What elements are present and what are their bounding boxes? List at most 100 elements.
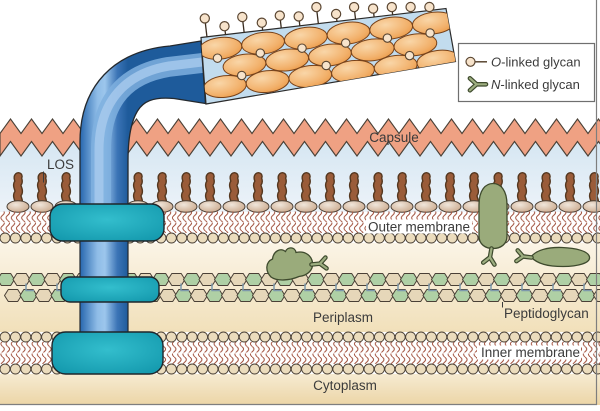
secretin-complex: [49, 203, 165, 242]
lipid-head: [425, 232, 437, 244]
lipid-head: [9, 363, 21, 375]
los-molecule: [254, 173, 262, 207]
pilus-rod-segment: [79, 297, 129, 338]
lipid-head: [488, 331, 500, 343]
lipid-head: [207, 232, 219, 244]
lipid-head: [509, 363, 521, 375]
n-linked-glycan: [482, 247, 496, 266]
lipid-head: [519, 331, 531, 343]
peptidoglycan-bead: [570, 273, 589, 286]
los-molecule: [230, 173, 238, 207]
los-molecule: [398, 173, 406, 207]
peptidoglycan-bead: [539, 273, 558, 286]
lipid-head: [373, 331, 385, 343]
peptidoglycan-bead: [214, 273, 232, 286]
lipid-head: [394, 232, 406, 244]
lipid-head: [384, 363, 396, 375]
lipid-head: [269, 363, 281, 375]
o-linked-glycan: [255, 48, 266, 58]
pilus-fiber-base: [80, 41, 206, 205]
los-molecule: [422, 173, 430, 207]
lipid-head: [509, 232, 521, 244]
lipid-head: [269, 232, 281, 244]
lipid-head: [332, 232, 344, 244]
lipid-head: [197, 331, 209, 343]
los-molecule: [542, 173, 550, 207]
bottom-margin: [0, 405, 600, 411]
o-linked-glycan: [311, 1, 322, 13]
los-molecule: [206, 173, 214, 207]
peptidoglycan-bead: [338, 273, 356, 286]
lipid-head: [540, 232, 552, 244]
peptidoglycan-bead: [43, 273, 62, 286]
peptidoglycan-bead: [236, 289, 255, 302]
peptidoglycan-spanning-complex: [60, 276, 160, 303]
peptidoglycan-bead: [345, 289, 363, 302]
lipid-head: [0, 232, 11, 244]
peptidoglycan-bead: [477, 273, 496, 286]
lipid-head: [405, 232, 417, 244]
los-head: [246, 200, 270, 213]
lipid-head: [436, 232, 448, 244]
peptidoglycan-bead: [462, 273, 480, 286]
lipid-head: [550, 363, 562, 375]
lipid-head: [540, 363, 552, 375]
lipid-head: [363, 331, 375, 343]
peptidoglycan-bead: [183, 273, 201, 286]
peptidoglycan-label: Peptidoglycan: [504, 306, 589, 321]
lipid-head: [238, 331, 250, 343]
los-molecule: [374, 173, 382, 207]
los-molecule: [590, 173, 598, 207]
los-head: [6, 200, 30, 213]
lipid-head: [186, 363, 198, 375]
inner-membrane-platform: [51, 331, 164, 375]
lipid-head: [415, 331, 427, 343]
lipid-head: [217, 363, 229, 375]
lipid-head: [405, 331, 417, 343]
outer-membrane-label-halo: [366, 219, 472, 234]
peptidoglycan-bead: [245, 273, 263, 286]
los-head: [534, 200, 558, 213]
lipid-head: [581, 363, 593, 375]
legend-o-glycan-label: O-linked glycan: [491, 55, 581, 70]
inner-membrane-label: Inner membrane: [481, 345, 580, 360]
los-molecule: [518, 173, 526, 207]
lipid-head: [165, 363, 177, 375]
lipid-head: [394, 331, 406, 343]
lipid-head: [353, 232, 365, 244]
o-linked-glycan: [340, 38, 351, 48]
crosslink: [459, 283, 469, 292]
lipid-head: [529, 232, 541, 244]
o-linked-glycan: [219, 21, 230, 32]
peptidoglycan-bead: [198, 273, 217, 286]
lipid-head: [373, 363, 385, 375]
o-linked-glycan: [382, 33, 393, 43]
lipid-head: [197, 363, 209, 375]
lipid-head: [176, 331, 188, 343]
crosslink: [242, 283, 252, 292]
peptidoglycan-bead: [469, 289, 487, 302]
crosslink: [490, 283, 500, 292]
peptidoglycan-bead: [329, 289, 348, 302]
lipid-head: [446, 363, 458, 375]
lipid-head: [581, 331, 593, 343]
crosslink: [211, 283, 221, 292]
peptidoglycan-bead: [453, 289, 472, 302]
peptidoglycan-bead: [376, 289, 394, 302]
periplasmic-glycoprotein: [266, 247, 314, 281]
o-linked-glycan: [297, 43, 307, 53]
lipid-head: [457, 363, 469, 375]
lipid-head: [384, 232, 396, 244]
lipid-head: [457, 232, 469, 244]
lipid-head: [353, 363, 365, 375]
capsule-label: Capsule: [369, 130, 419, 145]
lipid-head: [20, 363, 32, 375]
peptidoglycan-bead: [267, 289, 286, 302]
om-inner-tails: [0, 222, 600, 233]
o-linked-glycan: [386, 1, 397, 13]
lipid-head: [228, 232, 240, 244]
lipid-head: [238, 363, 250, 375]
peptidoglycan-bead: [360, 289, 379, 302]
lipid-head: [561, 363, 573, 375]
